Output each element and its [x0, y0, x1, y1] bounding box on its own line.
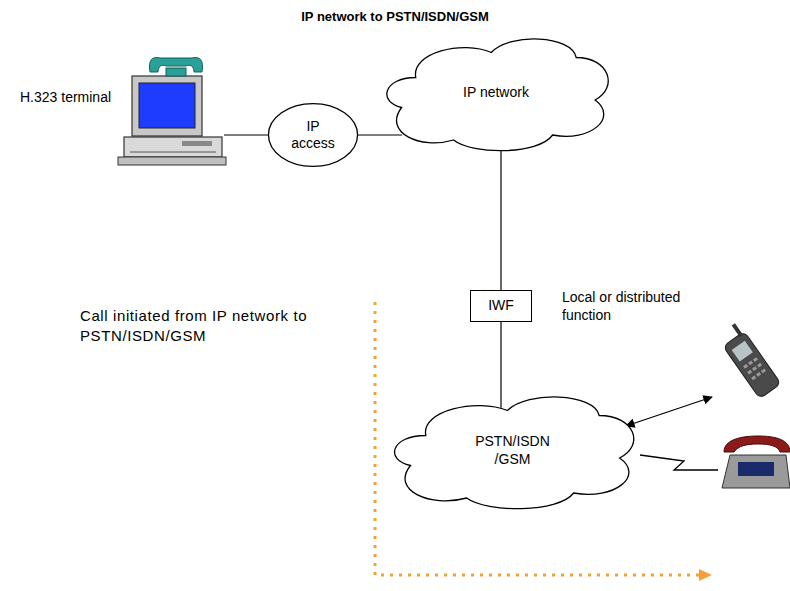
call-label: Call initiated from IP network to PSTN/I…: [80, 306, 312, 345]
outline: [395, 397, 634, 509]
network-cloud: IP network: [378, 30, 614, 155]
node-text: IWF: [488, 297, 514, 315]
mobile-phone: [716, 322, 781, 399]
connector-line: [500, 151, 501, 290]
terminal-label: H.323 terminal: [20, 88, 111, 106]
call-arrowhead: [699, 569, 712, 581]
radio-link: [626, 397, 712, 426]
line-link: [640, 455, 718, 470]
outline: [387, 39, 608, 151]
diagram-title: IP network to PSTN/ISDN/GSM: [0, 9, 790, 24]
connector-line: [358, 134, 403, 135]
connector-line: [500, 322, 501, 408]
note-label: Local or distributed function: [562, 288, 712, 324]
node-text: IP network: [426, 84, 566, 102]
access-line: [224, 134, 268, 135]
node-text: IP access: [283, 118, 343, 153]
desk-phone: [722, 436, 790, 488]
call-path: [375, 302, 700, 575]
iwf-box: IWF: [470, 290, 532, 322]
outline: [268, 104, 357, 167]
computer-icon: [118, 58, 226, 165]
access-ellipse: IP access: [268, 103, 358, 167]
node-text: PSTN/ISDN /GSM: [468, 433, 558, 468]
network-cloud: PSTN/ISDN /GSM: [385, 388, 640, 513]
